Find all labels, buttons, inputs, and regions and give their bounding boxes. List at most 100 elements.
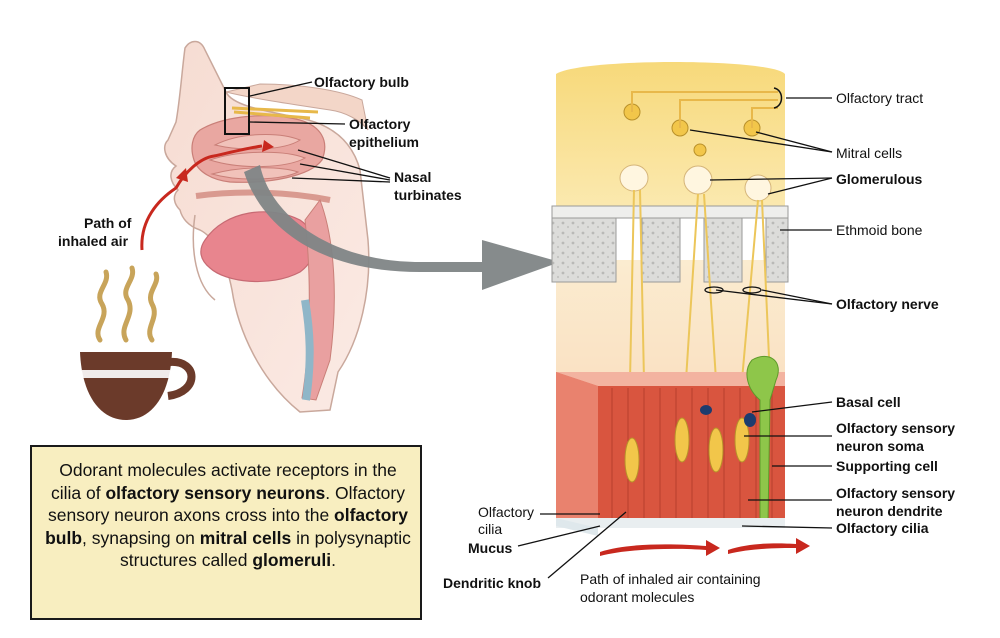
leader-olfactory-nerve-b bbox=[761, 289, 833, 305]
leader-nasal-turbinates-c bbox=[291, 177, 391, 183]
label-path-inhaled-line2: inhaled air bbox=[58, 233, 129, 249]
basal-cell bbox=[700, 405, 712, 415]
inhaled-air-arrowhead-1 bbox=[176, 168, 188, 182]
label-nasal-turbinates-line2: turbinates bbox=[394, 187, 462, 203]
caption-part-1: Odorant molecules activate receptors in … bbox=[50, 460, 397, 503]
label-olfactory-cilia-right: Olfactory cilia bbox=[836, 520, 929, 536]
head-sagittal-section bbox=[140, 40, 370, 413]
mucus-front bbox=[556, 518, 598, 536]
ethmoid-bone-block bbox=[551, 205, 789, 283]
neuron-soma bbox=[674, 417, 690, 463]
trachea bbox=[301, 299, 314, 401]
label-ethmoid-bone: Ethmoid bone bbox=[836, 222, 923, 238]
cup-body bbox=[80, 352, 172, 420]
coffee-cup-icon bbox=[80, 265, 196, 420]
epithelium-front-face bbox=[556, 372, 598, 530]
caption-term-glomeruli: glomeruli bbox=[252, 550, 332, 570]
epithelium-top-face bbox=[556, 372, 785, 386]
label-osn-dendrite-line1: Olfactory sensory bbox=[836, 485, 956, 501]
nerve-ring bbox=[704, 286, 724, 294]
leader-lines bbox=[249, 81, 833, 579]
leader-glomerulous-a bbox=[709, 177, 833, 181]
label-supporting-cell: Supporting cell bbox=[836, 458, 938, 474]
label-olfactory-tract: Olfactory tract bbox=[836, 90, 924, 106]
mitral-cell bbox=[693, 143, 707, 157]
label-path-odorant-line2: odorant molecules bbox=[580, 589, 695, 605]
basal-cells bbox=[700, 405, 756, 427]
label-olfactory-epithelium-line2: epithelium bbox=[349, 134, 420, 150]
label-mucus: Mucus bbox=[468, 540, 513, 556]
label-olfactory-epithelium-line1: Olfactory bbox=[349, 116, 411, 132]
label-osn-soma-line2: neuron soma bbox=[836, 438, 924, 454]
inhaled-air-arrow bbox=[140, 144, 263, 251]
sensory-neurons bbox=[624, 417, 750, 483]
mucus-layer bbox=[556, 518, 785, 528]
caption-part-5: . bbox=[331, 550, 336, 570]
jaw-line bbox=[192, 214, 216, 301]
label-path-inhaled-line1: Path of bbox=[84, 215, 132, 231]
leader-olfactory-bulb bbox=[249, 81, 313, 97]
steam-2 bbox=[121, 265, 136, 343]
steam-1 bbox=[95, 269, 110, 343]
leader-olfactory-cilia-right bbox=[741, 525, 833, 529]
caption-part-2: . Olfactory sensory neuron axons cross i… bbox=[48, 482, 405, 526]
zoom-arrow bbox=[244, 165, 560, 290]
caption-part-4: in polysynaptic structures called bbox=[120, 527, 411, 571]
neuron-soma bbox=[734, 417, 750, 463]
basal-cell bbox=[744, 413, 756, 427]
label-mitral-cells: Mitral cells bbox=[836, 145, 903, 161]
label-olfactory-nerve: Olfactory nerve bbox=[836, 296, 939, 312]
label-nasal-turbinates-line1: Nasal bbox=[394, 169, 432, 185]
label-olfactory-cilia-left-line2: cilia bbox=[478, 521, 503, 537]
nerve-ring bbox=[742, 286, 762, 294]
leader-mitral-cells-a bbox=[689, 129, 833, 153]
turbinate-2 bbox=[208, 151, 307, 167]
caption-part-3: , synapsing on bbox=[82, 527, 200, 548]
cup-handle bbox=[167, 357, 196, 400]
label-glomerulous: Glomerulous bbox=[836, 171, 923, 187]
caption-term-mitral-cells: mitral cells bbox=[199, 527, 292, 548]
air-arrow bbox=[600, 540, 720, 556]
bone-segment bbox=[765, 209, 789, 283]
label-dendritic-knob: Dendritic knob bbox=[443, 575, 542, 591]
tract-bracket bbox=[773, 87, 783, 109]
leader-glomerulous-b bbox=[767, 177, 833, 195]
glomerulus bbox=[619, 164, 649, 192]
leader-mucus bbox=[517, 525, 601, 547]
caption-term-olfactory-sensory-neurons: olfactory sensory neurons bbox=[105, 482, 326, 503]
steam-3 bbox=[147, 271, 160, 343]
caption-text: Odorant molecules activate receptors in … bbox=[44, 459, 412, 572]
bone-segment bbox=[641, 209, 681, 283]
leader-nasal-turbinates-b bbox=[299, 163, 391, 181]
odorant-air-arrows bbox=[600, 538, 810, 556]
olfactory-tract-fibers bbox=[631, 91, 778, 128]
glomerulus bbox=[683, 165, 713, 195]
neuron-soma bbox=[708, 427, 724, 473]
label-osn-soma-line1: Olfactory sensory bbox=[836, 420, 956, 436]
label-osn-dendrite-line2: neuron dendrite bbox=[836, 503, 943, 519]
cup-band bbox=[82, 370, 170, 378]
tissue-column bbox=[551, 62, 810, 556]
neuron-soma bbox=[624, 437, 640, 483]
label-olfactory-bulb: Olfactory bulb bbox=[314, 74, 409, 90]
bone-segment bbox=[703, 209, 743, 283]
bulb-highlight-box bbox=[224, 87, 250, 135]
leader-dendritic-knob bbox=[547, 511, 627, 579]
leader-olfactory-nerve-a bbox=[715, 289, 833, 305]
leader-olfactory-epithelium bbox=[249, 121, 346, 125]
bone-top-face bbox=[551, 205, 789, 219]
leader-basal-cell bbox=[751, 401, 833, 413]
olfactory-bulb-strands bbox=[231, 106, 319, 120]
label-basal-cell: Basal cell bbox=[836, 394, 901, 410]
leader-mitral-cells-b bbox=[755, 131, 833, 153]
inhaled-air-arrowhead-2 bbox=[262, 140, 274, 152]
caption-term-olfactory-bulb: olfactory bulb bbox=[45, 505, 408, 548]
air-arrow bbox=[728, 538, 810, 554]
leader-nasal-turbinates-a bbox=[297, 149, 391, 179]
bone-segment bbox=[551, 209, 617, 283]
brain-base bbox=[225, 83, 369, 131]
label-olfactory-cilia-left-line1: Olfactory bbox=[478, 504, 535, 520]
label-path-odorant-line1: Path of inhaled air containing bbox=[580, 571, 761, 587]
caption-box: Odorant molecules activate receptors in … bbox=[30, 445, 422, 620]
